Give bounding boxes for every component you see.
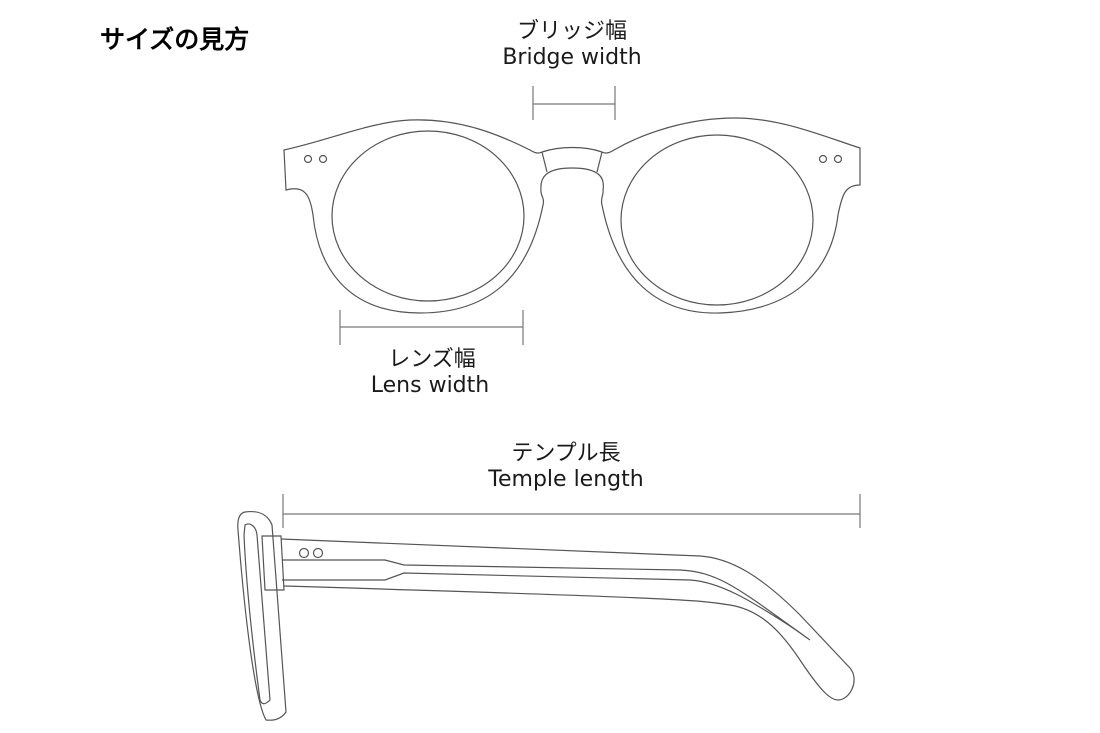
- glasses-side-view: [237, 510, 855, 721]
- page-title: サイズの見方: [100, 25, 250, 54]
- bridge-width-dimension: [532, 86, 616, 120]
- lens-width-dimension: [339, 310, 524, 345]
- bridge-width-label-ja: ブリッジ幅: [516, 19, 628, 44]
- temple-length-label-en: Temple length: [488, 467, 644, 492]
- temple-length-dimension: [282, 494, 861, 528]
- lens-width-label-en: Lens width: [370, 373, 490, 398]
- lens-width-label-ja: レンズ幅: [388, 347, 476, 372]
- bridge-width-label-en: Bridge width: [502, 45, 642, 70]
- temple-length-label-ja: テンプル長: [511, 441, 621, 466]
- glasses-front-view: [283, 117, 861, 314]
